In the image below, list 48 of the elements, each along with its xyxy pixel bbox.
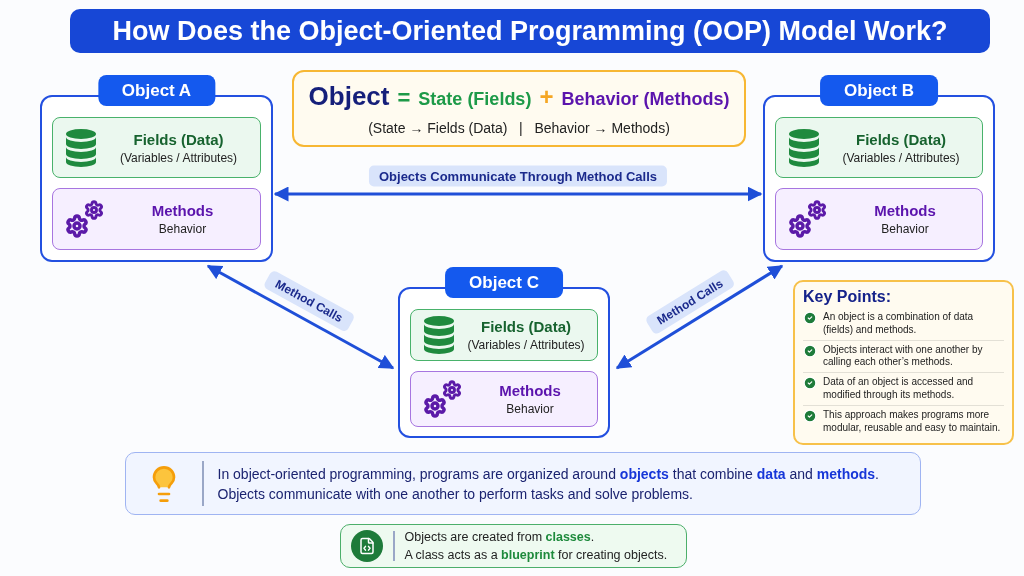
methods-box — [775, 188, 983, 250]
arrow — [273, 186, 763, 202]
arrow — [206, 264, 395, 370]
key-point-text: An object is a combination of data (fields) and methods. — [823, 311, 975, 337]
box-heading: Methods — [499, 382, 561, 399]
operator: + — [539, 83, 554, 111]
classes-card — [340, 524, 687, 568]
classes-text: A class acts as a blueprint for creating objects. — [404, 548, 668, 562]
box-heading: Fields (Data) — [856, 130, 946, 148]
fields-box — [410, 309, 598, 361]
box-subtext: (Variables / Attributes) — [467, 338, 585, 352]
key-points-heading: Key Points: — [803, 288, 892, 306]
object-card — [40, 75, 273, 262]
methods-box — [52, 188, 261, 250]
formula-term: State (Fields) — [418, 89, 532, 110]
formula-card — [292, 70, 746, 147]
box-subtext: Behavior — [506, 402, 554, 416]
object-title: Object A — [97, 75, 216, 106]
object-card — [763, 75, 995, 262]
box-heading: Fields (Data) — [133, 130, 224, 148]
methods-box — [410, 371, 598, 427]
box-subtext: Behavior — [158, 222, 207, 236]
info-text: Objects communicate with one another to perform tasks and solve problems. — [217, 485, 694, 502]
box-heading: Methods — [151, 202, 214, 219]
box-subtext: Behavior — [881, 222, 929, 236]
box-subtext: (Variables / Attributes) — [842, 150, 960, 165]
object-title: Object C — [445, 267, 563, 298]
object-title: Object B — [820, 75, 938, 106]
info-text: In object-oriented programming, programs are organized around objects that combine data and methods. — [217, 465, 879, 482]
edge-label: Objects Communicate Through Method Calls — [368, 165, 668, 187]
formula-term: Behavior (Methods) — [561, 89, 730, 110]
box-subtext: (Variables / Attributes) — [119, 150, 238, 165]
formula-note: (State → Fields (Data) | Behavior → Methods) — [368, 120, 670, 136]
formula-term: Object — [308, 81, 390, 112]
classes-text: Objects are created from classes. — [404, 530, 596, 544]
box-heading: Methods — [874, 202, 936, 219]
key-point-text: Data of an object is accessed and modified through its methods. — [823, 376, 975, 402]
object-card — [398, 267, 610, 438]
fields-box — [775, 117, 983, 178]
box-heading: Fields (Data) — [481, 318, 571, 335]
fields-box — [52, 117, 261, 178]
operator: = — [397, 85, 411, 111]
arrow — [615, 264, 784, 370]
key-point-text: Objects interact with one another by calling each other’s methods. — [823, 343, 984, 370]
info-card — [125, 452, 921, 515]
key-points-card — [793, 280, 1014, 445]
key-point-text: This approach makes programs more modular, reusable and easy to maintain. — [823, 408, 1002, 435]
title-banner: How Does the Object-Oriented Programming (OOP) Model Work? — [70, 9, 990, 53]
